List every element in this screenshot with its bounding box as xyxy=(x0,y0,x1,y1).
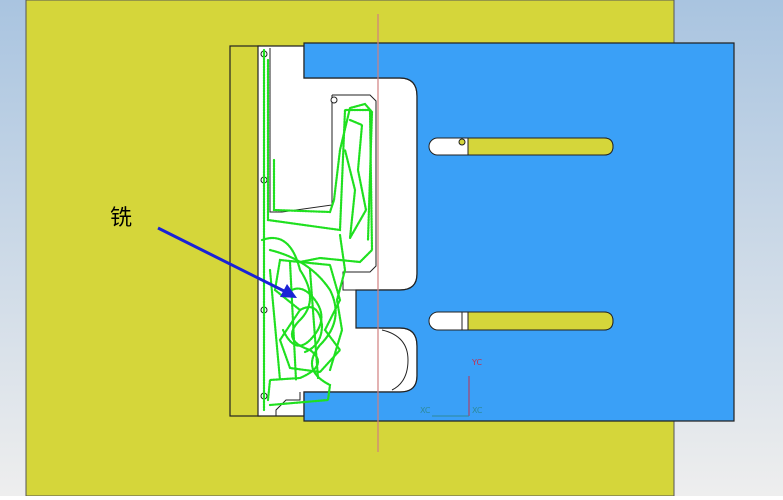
pocket-edges xyxy=(269,48,377,291)
upper-slot-fill xyxy=(467,137,614,156)
blue-arrow-icon xyxy=(157,226,297,298)
lower-slot-fill xyxy=(467,311,614,331)
fixture-step[interactable] xyxy=(229,45,261,417)
milling-label: 铣 xyxy=(110,206,133,231)
triad-y-label: YC xyxy=(472,358,483,367)
hole-marker xyxy=(330,96,338,104)
triad-x-label-right: XC xyxy=(472,406,483,415)
slot-hole xyxy=(458,138,466,146)
workpiece-body[interactable] xyxy=(303,42,735,422)
coordinate-triad-icon xyxy=(432,376,470,417)
pocket-edge-bottom xyxy=(275,392,301,416)
machined-pocket[interactable] xyxy=(257,45,418,417)
triad-x-label-left: XC xyxy=(420,406,431,415)
pocket-arc xyxy=(381,329,409,391)
toolpath xyxy=(260,48,374,412)
